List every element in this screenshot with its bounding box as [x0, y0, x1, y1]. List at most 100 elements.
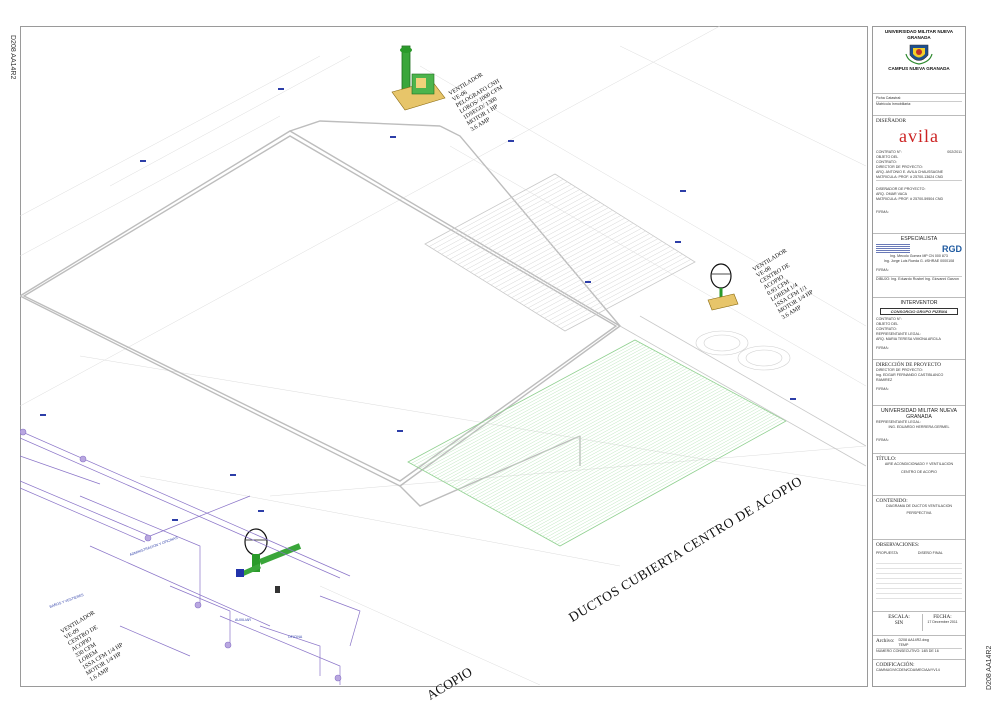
grid-line	[431, 352, 659, 476]
svg-text:AUXILIAR: AUXILIAR	[235, 618, 251, 622]
contenido-header: CONTENIDO:	[876, 498, 908, 504]
grid-line	[494, 217, 626, 288]
grid-line	[536, 243, 667, 314]
roof-grid-upper	[424, 173, 696, 332]
grid-line	[482, 210, 613, 281]
grid-line	[492, 384, 720, 510]
grid-line	[457, 366, 685, 490]
grid-line	[548, 251, 679, 321]
grid-line	[498, 388, 726, 513]
grid-line	[448, 361, 676, 485]
escala-fecha-section: ESCALA: SIN FECHA: 17 December 2011	[873, 611, 965, 633]
university-name: UNIVERSIDAD MILITAR NUEVA GRANADA	[884, 29, 954, 40]
grid-line	[422, 347, 650, 471]
grid-line	[519, 233, 650, 304]
grid-line	[490, 215, 622, 286]
grid-line	[416, 344, 644, 468]
grid-line	[539, 409, 766, 535]
grid-line	[527, 238, 659, 309]
grid-line	[498, 220, 630, 291]
fan-ve08	[707, 263, 739, 311]
designer-header: DISEÑADOR	[876, 118, 906, 124]
drawing-frame	[20, 26, 868, 687]
grid-line	[449, 189, 580, 260]
grid-line	[428, 176, 560, 247]
grid-line	[507, 392, 734, 518]
grid-line	[552, 254, 683, 324]
elevation-tag	[140, 160, 146, 162]
elevation-tag	[172, 519, 178, 521]
elevation-tag	[790, 398, 796, 400]
grid-line	[474, 204, 605, 275]
fan-ve06	[391, 45, 446, 111]
grid-line	[441, 184, 572, 255]
svg-text:ADMINISTRACION Y OFICINAS: ADMINISTRACION Y OFICINAS	[129, 536, 179, 557]
grid-line	[530, 405, 758, 531]
grid-line	[560, 259, 691, 329]
sheet-code-right: D208 AA14R2	[986, 645, 993, 690]
grid-line	[463, 369, 691, 493]
grid-line	[483, 380, 711, 505]
grid-line	[540, 246, 671, 316]
roof-slab-outline	[20, 120, 622, 507]
grid-line	[524, 402, 752, 527]
avila-logo: avila	[899, 126, 939, 146]
observaciones-header: OBSERVACIONES:	[876, 542, 920, 548]
elevation-tag	[40, 414, 46, 416]
leader-lines	[20, 26, 866, 685]
grid-line	[489, 383, 717, 508]
grid-line	[475, 375, 702, 500]
grid-line	[515, 230, 646, 301]
grid-line	[544, 248, 675, 319]
grid-line	[533, 406, 760, 532]
campus-name: CAMPUS NUEVA GRANADA	[888, 66, 950, 71]
grid-line	[478, 377, 705, 501]
grid-line	[466, 199, 597, 270]
elevation-tag	[390, 136, 396, 138]
grid-line	[445, 360, 673, 484]
grid-line	[503, 222, 634, 293]
interventor-logo: CONSORCIO GRUPO PIZEMA	[880, 308, 958, 315]
grid-line	[531, 241, 663, 311]
interventor-header: INTERVENTOR	[900, 300, 938, 306]
elevation-tag	[675, 241, 681, 243]
specialist-text-logo	[876, 244, 910, 254]
direccion-section: DIRECCIÓN DE PROYECTO DIRECTOR DE PROYEC…	[873, 359, 965, 403]
umng-header: UNIVERSIDAD MILITAR NUEVA GRANADA	[881, 408, 957, 420]
sheet-code-left: D208 AA14R2	[9, 35, 16, 80]
grid-line	[445, 186, 576, 258]
grid-line	[536, 408, 763, 534]
grid-line	[437, 355, 665, 479]
grid-line	[470, 202, 601, 273]
specialist-header: ESPECIALISTA	[900, 236, 938, 242]
rgd-logo: RGD	[942, 244, 962, 254]
roof-grid-lower	[407, 339, 787, 547]
grid-line	[480, 378, 708, 503]
grid-line	[556, 256, 687, 327]
grid-line	[469, 372, 697, 497]
grid-line	[437, 181, 568, 252]
umng-section: UNIVERSIDAD MILITAR NUEVA GRANADA REPRES…	[873, 405, 965, 451]
grid-line	[510, 394, 737, 519]
title-block: UNIVERSIDAD MILITAR NUEVA GRANADA CAMPUS…	[872, 26, 966, 687]
grid-line	[527, 403, 755, 529]
grid-line	[486, 381, 714, 506]
fan-ve09	[236, 528, 302, 593]
contenido-section: CONTENIDO: DIAGRAMA DE DUCTOS VENTILACIO…	[873, 495, 965, 537]
grid-line	[495, 386, 723, 511]
grid-line	[554, 417, 781, 543]
elevation-tag	[278, 88, 284, 90]
elevation-tag	[680, 190, 686, 192]
codificacion-section: CODIFICACIÓN: CAMNUG/VICDEN/CDA/MECIAA/Y…	[873, 659, 965, 686]
svg-text:BAÑOS Y VESTIERES: BAÑOS Y VESTIERES	[49, 592, 85, 609]
cadastral-section: Ficha Catastral: Matrícula Inmobiliaria:	[873, 93, 965, 113]
grid-line	[413, 342, 641, 466]
direccion-header: DIRECCIÓN DE PROYECTO	[876, 362, 942, 368]
grid-line	[501, 389, 729, 514]
grid-line	[434, 353, 662, 477]
floor-plan-lines	[20, 430, 361, 685]
grid-line	[451, 363, 679, 487]
grid-line	[478, 207, 609, 278]
university-crest-icon	[905, 44, 933, 65]
